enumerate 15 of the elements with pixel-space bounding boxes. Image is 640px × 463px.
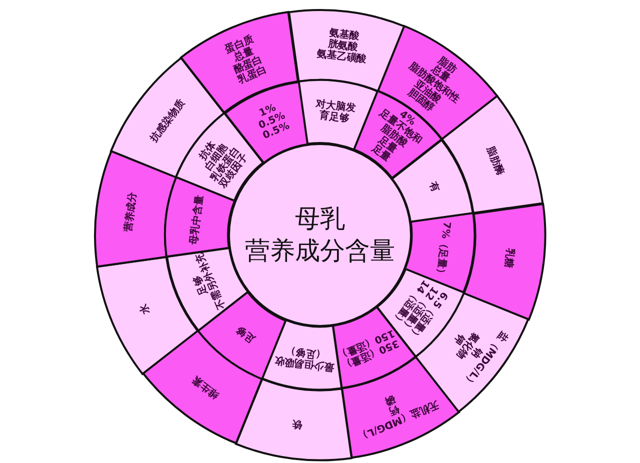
- segment-label: 7%（足量）: [434, 221, 452, 279]
- center-title: 营养成分含量: [245, 235, 395, 267]
- segment-label: 对大脑发育足够: [314, 98, 358, 126]
- center-title: 母乳: [295, 203, 345, 235]
- segment-label: 有: [426, 180, 441, 194]
- segment-label: 乳糖: [502, 248, 516, 269]
- segment-label: 水: [138, 302, 152, 316]
- segment-label: 足够: [234, 323, 257, 344]
- segment-label: 抗感染物质: [148, 97, 188, 144]
- segment-label: 磷: [383, 392, 397, 407]
- segment-label: 维生素: [190, 373, 221, 400]
- segment-label: 母乳中含量: [188, 194, 206, 246]
- segment-label: 脂肪酶: [484, 144, 506, 177]
- segment-label: 营养成分: [124, 191, 140, 232]
- segment-label: 铁: [291, 418, 302, 430]
